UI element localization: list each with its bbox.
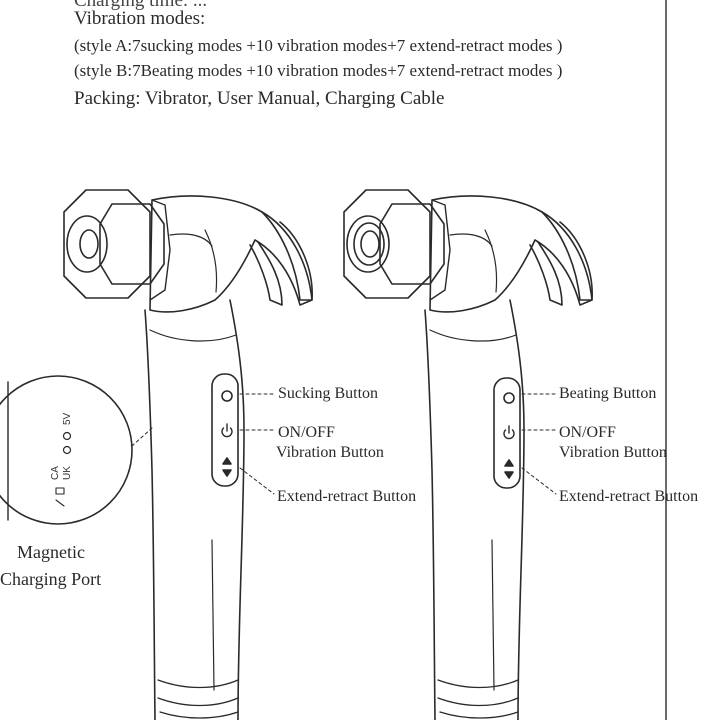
device-a-claw-inner bbox=[249, 241, 283, 306]
port-certification-mark bbox=[55, 487, 65, 507]
packing-list: Packing: Vibrator, User Manual, Charging… bbox=[74, 88, 445, 109]
device-b-claw-inner bbox=[529, 241, 563, 306]
leader-extend-b bbox=[521, 467, 557, 495]
device-b-head-crease-2 bbox=[449, 233, 493, 247]
beating-button[interactable] bbox=[503, 392, 515, 404]
style-b-description: (style B:7Beating modes +10 vibration mo… bbox=[74, 61, 563, 80]
device-b-beating-ring-inner bbox=[360, 230, 380, 258]
device-b-handle-band bbox=[429, 329, 517, 342]
device-a-head-crease bbox=[204, 229, 218, 293]
device-a-claw-outer bbox=[261, 211, 313, 301]
power-button-a-label-line2: Vibration Button bbox=[276, 444, 384, 461]
magnetic-port-callout bbox=[0, 375, 133, 525]
device-style-a bbox=[63, 189, 313, 720]
leader-extend-a bbox=[239, 467, 275, 495]
device-b-grip-ridges bbox=[437, 679, 519, 719]
cut-off-spec-line: Charging time: ... bbox=[74, 0, 208, 11]
extend-retract-button-b[interactable] bbox=[504, 459, 514, 479]
device-a-grip-ridges bbox=[157, 679, 239, 719]
device-a-octagon-cap bbox=[63, 189, 151, 299]
port-voltage-marking: 5V bbox=[62, 412, 73, 425]
style-a-description: (style A:7sucking modes +10 vibration mo… bbox=[74, 36, 563, 55]
device-a-handle-right bbox=[229, 299, 245, 720]
device-b-octagon-front bbox=[379, 203, 445, 285]
power-button-a-label-line1: ON/OFF bbox=[278, 424, 335, 441]
device-b-head-crease bbox=[484, 229, 498, 293]
beating-button-label: Beating Button bbox=[559, 385, 656, 402]
device-style-b bbox=[343, 189, 593, 720]
port-label-line1: Magnetic bbox=[17, 542, 85, 562]
vibration-modes-title: Vibration modes: bbox=[74, 8, 206, 29]
port-pin-top bbox=[62, 445, 72, 455]
device-b-beating-ring-outer bbox=[346, 215, 390, 273]
device-b-claw-outer bbox=[541, 211, 593, 301]
sucking-button[interactable] bbox=[221, 390, 233, 402]
port-uk-marking: UK bbox=[62, 466, 73, 480]
device-a-head bbox=[149, 195, 313, 313]
power-button-a[interactable] bbox=[221, 423, 233, 438]
leader-port bbox=[131, 427, 153, 447]
device-a-octagon-front bbox=[99, 203, 165, 285]
port-zoom-circle bbox=[0, 375, 133, 525]
port-label-line2: Charging Port bbox=[0, 569, 101, 589]
extend-button-b-label: Extend-retract Button bbox=[559, 488, 698, 505]
device-b-handle-groove bbox=[491, 539, 495, 691]
sucking-button-label: Sucking Button bbox=[278, 385, 378, 402]
device-b-button-panel bbox=[493, 377, 521, 489]
device-a-button-panel bbox=[211, 373, 239, 487]
device-b-beating-ring-mid bbox=[353, 222, 385, 266]
device-a-head-crease-2 bbox=[169, 233, 213, 247]
power-button-b-label-line2: Vibration Button bbox=[559, 444, 667, 461]
device-a-suction-hole bbox=[79, 229, 99, 259]
power-button-b[interactable] bbox=[503, 425, 515, 440]
port-ca-marking: CA bbox=[50, 466, 61, 480]
extend-button-a-label: Extend-retract Button bbox=[277, 488, 416, 505]
device-a-handle-band bbox=[149, 329, 237, 342]
extend-retract-button-a[interactable] bbox=[222, 457, 232, 477]
device-a-handle-left bbox=[144, 309, 156, 720]
device-a-handle-groove bbox=[211, 539, 215, 691]
device-b-octagon-cap bbox=[343, 189, 431, 299]
device-b-head bbox=[429, 195, 593, 313]
device-b-collar bbox=[429, 199, 451, 301]
port-pin-bottom bbox=[62, 431, 72, 441]
power-button-b-label-line1: ON/OFF bbox=[559, 424, 616, 441]
device-b-handle-left bbox=[424, 309, 436, 720]
device-a-suction-ring bbox=[66, 215, 108, 273]
device-b-handle-right bbox=[509, 299, 525, 720]
device-a-collar bbox=[149, 199, 171, 301]
